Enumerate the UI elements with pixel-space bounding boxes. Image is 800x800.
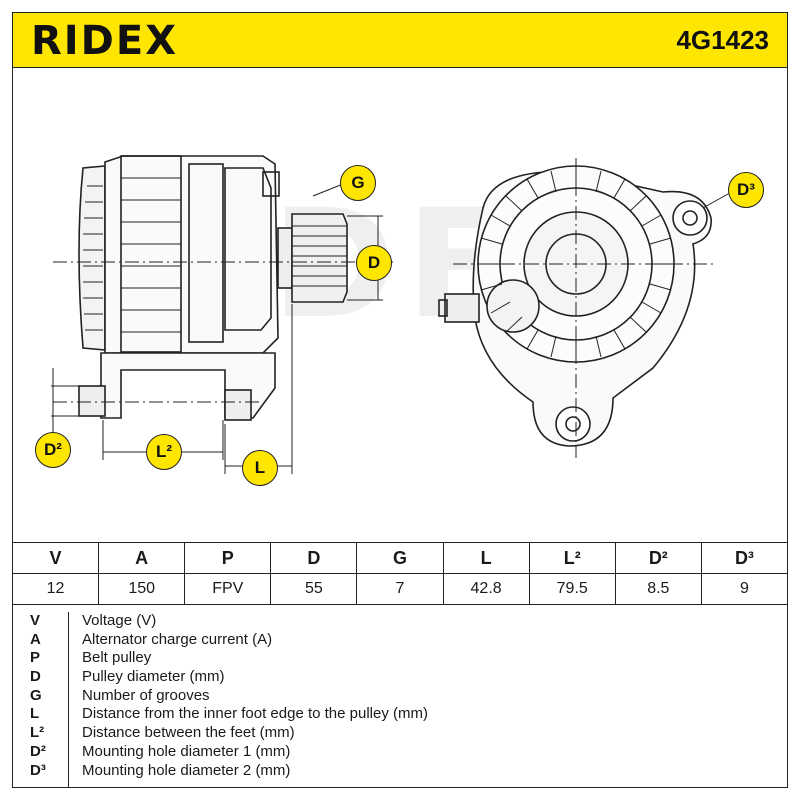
legend-item: L² Distance between the feet (mm) <box>30 724 770 743</box>
spec-value: FPV <box>184 573 272 605</box>
spec-value: 55 <box>270 573 358 605</box>
spec-header: L² <box>528 542 616 574</box>
legend-key: D <box>30 668 41 686</box>
spec-header: D³ <box>700 542 789 574</box>
brand-logo: RIDEX <box>31 18 179 64</box>
spec-value: 150 <box>98 573 186 605</box>
legend-text: Number of grooves <box>82 686 210 704</box>
legend-key: G <box>30 686 42 704</box>
legend-text: Distance between the feet (mm) <box>82 724 295 742</box>
spec-value: 42.8 <box>442 573 530 605</box>
spec-header: V <box>11 542 100 574</box>
legend-text: Alternator charge current (A) <box>82 630 273 648</box>
label-d2: D² <box>35 432 71 468</box>
legend-key: A <box>30 630 41 648</box>
spec-header-row: V A P D G L L² D² D³ <box>11 542 789 574</box>
legend-item: G Number of grooves <box>30 687 770 706</box>
front-view <box>438 158 736 458</box>
spec-header: L <box>442 542 530 574</box>
spec-value: 8.5 <box>614 573 702 605</box>
legend-key: D² <box>30 742 46 760</box>
header-bar: RIDEX 4G1423 <box>12 12 788 68</box>
spec-value: 79.5 <box>528 573 616 605</box>
legend-item: D³ Mounting hole diameter 2 (mm) <box>30 762 770 781</box>
spec-header: D <box>270 542 358 574</box>
legend-item: V Voltage (V) <box>30 612 770 631</box>
legend-text: Mounting hole diameter 1 (mm) <box>82 742 291 760</box>
spec-value: 9 <box>700 573 789 605</box>
legend: V Voltage (V) A Alternator charge current … <box>30 612 770 780</box>
legend-key: D³ <box>30 761 46 779</box>
legend-text: Voltage (V) <box>82 612 157 629</box>
legend-key: L² <box>30 724 45 742</box>
legend-item: P Belt pulley <box>30 649 770 668</box>
label-d3: D³ <box>728 172 764 208</box>
label-l2: L² <box>146 434 182 470</box>
legend-key: P <box>30 649 41 667</box>
spec-header: P <box>184 542 272 574</box>
legend-item: D² Mounting hole diameter 1 (mm) <box>30 743 770 762</box>
legend-text: Pulley diameter (mm) <box>82 668 225 686</box>
legend-key: L <box>30 705 40 723</box>
spec-value: 7 <box>356 573 444 605</box>
part-number: 4G1423 <box>676 25 769 55</box>
label-l: L <box>242 450 278 486</box>
label-d: D <box>356 245 392 281</box>
legend-divider <box>68 612 69 788</box>
legend-key: V <box>30 612 41 629</box>
legend-text: Mounting hole diameter 2 (mm) <box>82 761 291 779</box>
legend-text: Distance from the inner foot edge to the… <box>82 705 428 723</box>
side-view <box>78 155 348 421</box>
spec-value-row: 12 150 FPV 55 7 42.8 79.5 8.5 9 <box>11 573 789 605</box>
spec-header: A <box>98 542 186 574</box>
legend-item: D Pulley diameter (mm) <box>30 668 770 687</box>
spec-header: D² <box>614 542 702 574</box>
spec-value: 12 <box>11 573 100 605</box>
label-g: G <box>340 165 376 201</box>
spec-table: V A P D G L L² D² D³ 12 150 FPV 55 7 42.… <box>11 542 789 605</box>
legend-item: A Alternator charge current (A) <box>30 631 770 650</box>
legend-text: Belt pulley <box>82 649 152 667</box>
spec-header: G <box>356 542 444 574</box>
alternator-drawing <box>51 155 736 474</box>
legend-item: L Distance from the inner foot edge to th… <box>30 705 770 724</box>
